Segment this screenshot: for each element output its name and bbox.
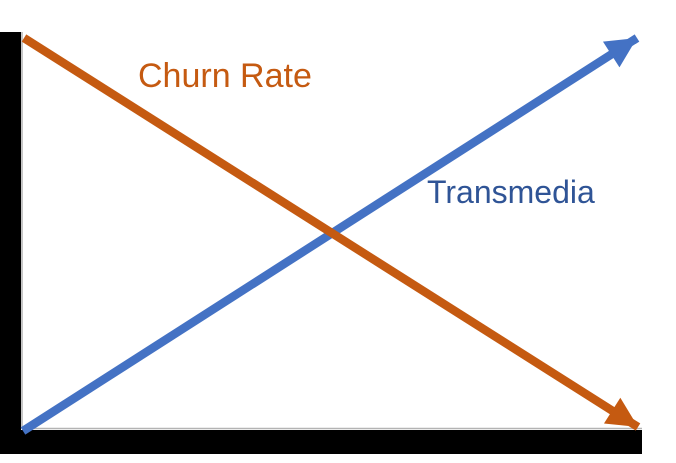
transmedia-label: Transmedia [427,174,595,210]
y-axis-bar [0,32,21,454]
churn-arrow [21,34,641,431]
x-axis-bar [0,430,642,454]
churn-rate-label: Churn Rate [138,57,312,95]
